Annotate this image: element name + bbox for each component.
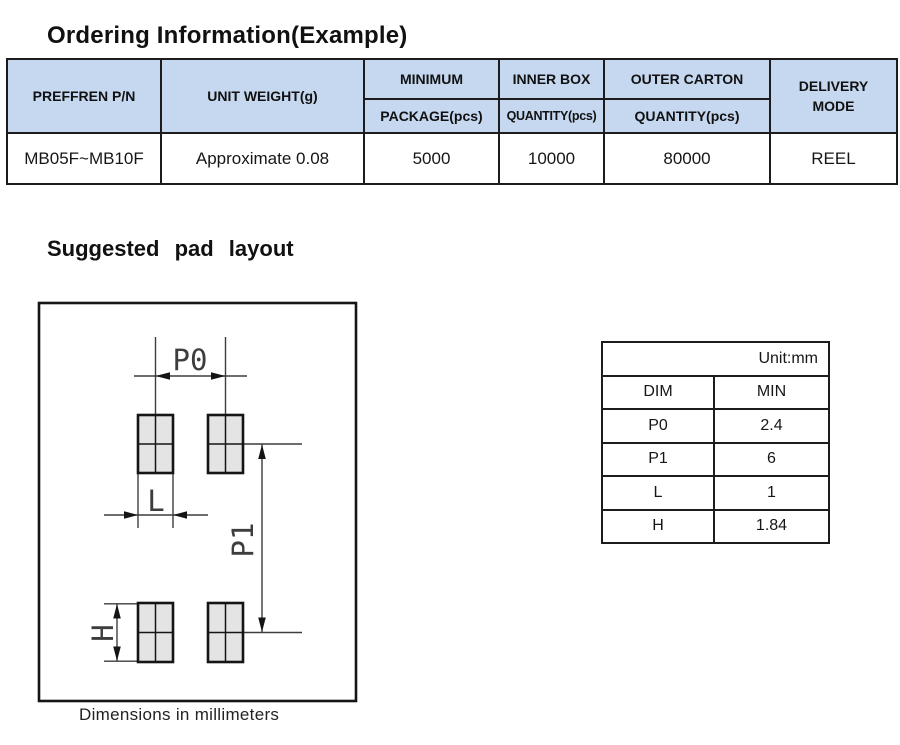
label-h: H bbox=[86, 624, 120, 641]
cell-package-qty: 5000 bbox=[363, 132, 500, 185]
min-col-header: MIN bbox=[713, 374, 830, 410]
ordering-header-row-2: PACKAGE(pcs) QUANTITY(pcs) QUANTITY(pcs) bbox=[7, 98, 897, 134]
col-header-minimum: MINIMUM bbox=[363, 58, 500, 100]
dimension-arrowheads bbox=[113, 372, 266, 661]
ordering-table: PREFFREN P/N UNIT WEIGHT(g) MINIMUM INNE… bbox=[6, 58, 898, 185]
cell-inner-box-qty: 10000 bbox=[498, 132, 605, 185]
col-header-part-number: PREFFREN P/N bbox=[6, 58, 162, 134]
dimension-table: Unit:mm DIM MIN P0 2.4 P1 6 L 1 H 1.84 bbox=[601, 341, 830, 544]
unit-label: Unit:mm bbox=[601, 341, 830, 377]
ordering-header-row-1: PREFFREN P/N UNIT WEIGHT(g) MINIMUM INNE… bbox=[6, 58, 898, 134]
col-header-outer-carton: OUTER CARTON bbox=[603, 58, 771, 100]
pad-layout-diagram: P0 L P1 H bbox=[37, 301, 358, 703]
col-header-inner-box: INNER BOX bbox=[498, 58, 605, 100]
col-header-delivery-mode: DELIVERY MODE bbox=[769, 58, 898, 134]
dim-table-header-row: DIM MIN bbox=[601, 374, 830, 410]
label-p0: P0 bbox=[173, 343, 208, 377]
col-header-outer-quantity-pcs: QUANTITY(pcs) bbox=[603, 98, 771, 134]
cell-delivery-mode: REEL bbox=[769, 132, 898, 185]
dim-col-header: DIM bbox=[601, 374, 715, 410]
cell-part-number: MB05F~MB10F bbox=[6, 132, 162, 185]
dim-row-p1: P1 6 bbox=[601, 441, 830, 477]
dim-value: 1 bbox=[713, 475, 830, 511]
pad-bottom-left bbox=[136, 601, 175, 664]
dimension-lines bbox=[104, 337, 302, 662]
cell-outer-carton-qty: 80000 bbox=[603, 132, 771, 185]
cell-unit-weight: Approximate 0.08 bbox=[160, 132, 365, 185]
dim-name: P0 bbox=[601, 408, 715, 444]
dim-name: H bbox=[601, 508, 715, 544]
pad-layout-heading: Suggested pad layout bbox=[47, 236, 294, 261]
dim-name: L bbox=[601, 475, 715, 511]
dim-value: 2.4 bbox=[713, 408, 830, 444]
col-header-unit-weight: UNIT WEIGHT(g) bbox=[160, 58, 365, 134]
diagram-caption: Dimensions in millimeters bbox=[79, 705, 280, 724]
label-p1: P1 bbox=[226, 523, 260, 558]
diagram-frame bbox=[37, 301, 358, 703]
pad-bottom-right bbox=[206, 601, 245, 664]
col-header-package-pcs: PACKAGE(pcs) bbox=[363, 98, 500, 134]
dim-value: 6 bbox=[713, 441, 830, 477]
dim-table-unit-row: Unit:mm bbox=[601, 341, 830, 377]
ordering-data-row: MB05F~MB10F Approximate 0.08 5000 10000 … bbox=[6, 132, 898, 185]
dim-row-p0: P0 2.4 bbox=[601, 408, 830, 444]
dim-row-l: L 1 bbox=[601, 475, 830, 511]
ordering-heading: Ordering Information(Example) bbox=[47, 22, 408, 49]
label-l: L bbox=[147, 484, 164, 518]
dim-row-h: H 1.84 bbox=[601, 508, 830, 544]
dim-name: P1 bbox=[601, 441, 715, 477]
pad-top-left bbox=[136, 413, 175, 475]
col-header-inner-quantity-pcs: QUANTITY(pcs) bbox=[498, 98, 605, 134]
pad-top-right bbox=[206, 413, 245, 475]
dim-value: 1.84 bbox=[713, 508, 830, 544]
solder-pads bbox=[136, 413, 245, 664]
